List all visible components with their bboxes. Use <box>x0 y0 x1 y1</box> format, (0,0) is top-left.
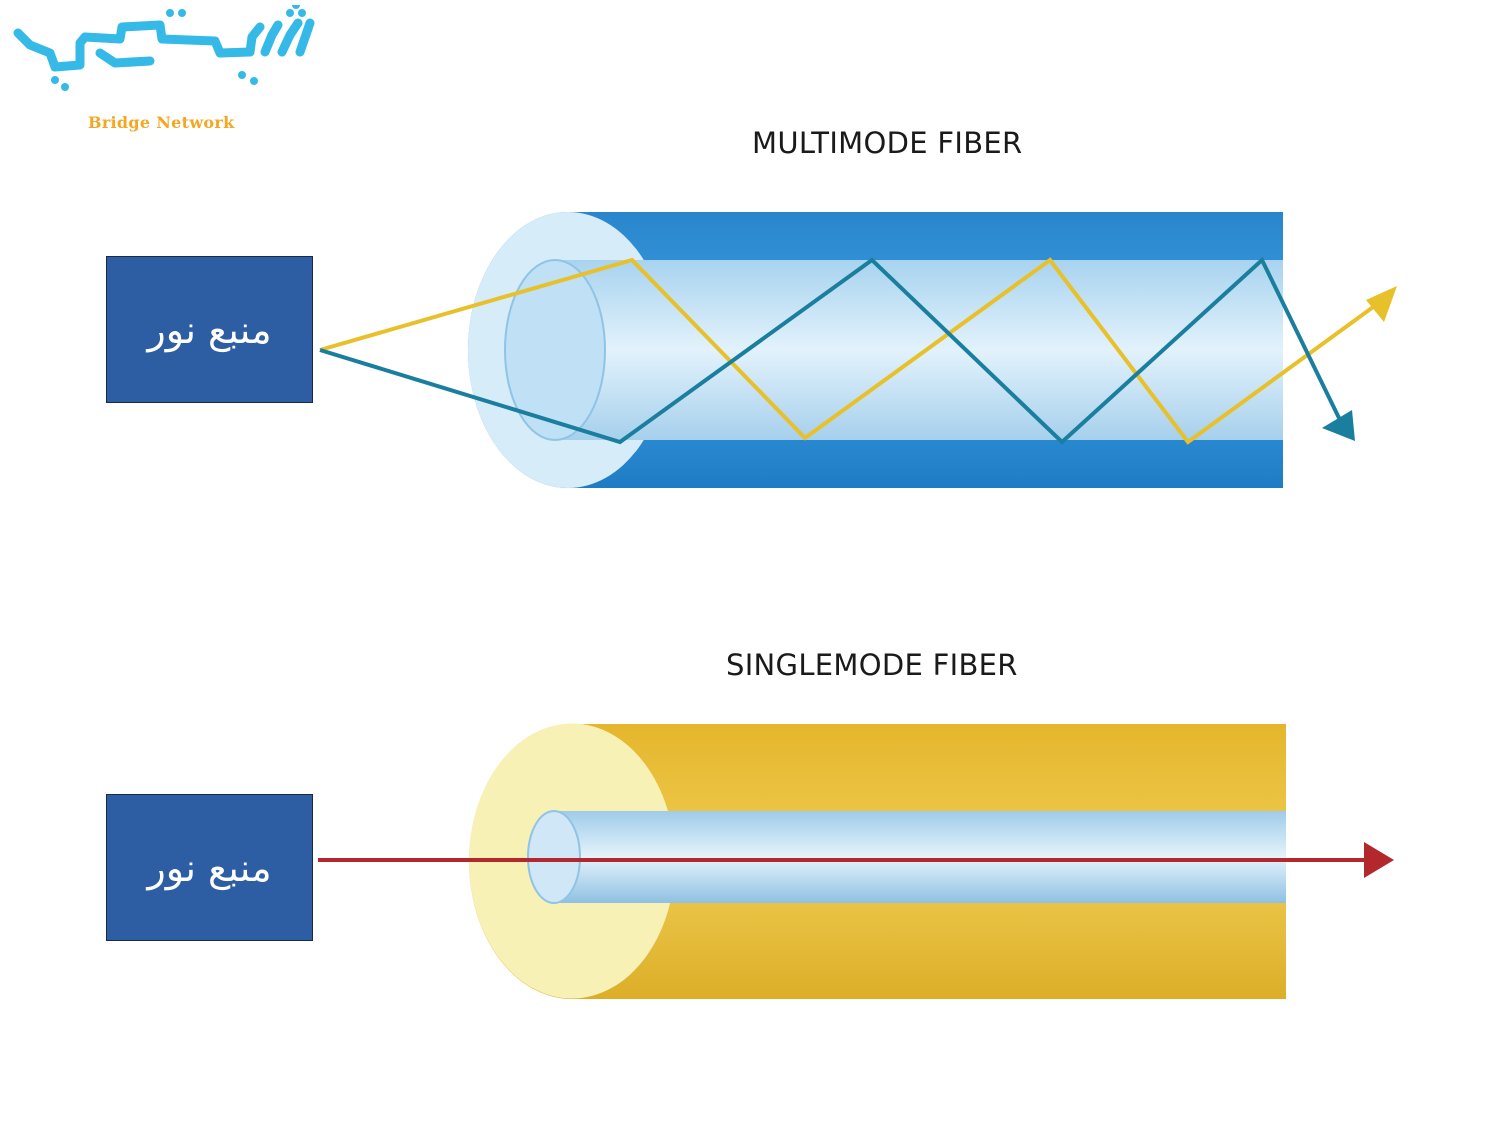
multimode-ray-blue-arrowhead <box>1322 410 1355 441</box>
singlemode-core <box>528 811 1286 903</box>
singlemode-ray-red-arrowhead <box>1364 842 1394 878</box>
singlemode-fiber-title: SINGLEMODE FIBER <box>726 648 1018 682</box>
singlemode-core-face <box>527 810 581 904</box>
multimode-ray-yellow <box>319 257 1382 445</box>
light-source-label: منبع نور <box>147 845 272 890</box>
logo-tagline: Bridge Network <box>88 113 235 132</box>
multimode-core-face <box>504 259 606 441</box>
bridge-network-logo: Bridge Network <box>10 1 320 132</box>
multimode-ray-yellow-arrowhead <box>1366 286 1397 322</box>
light-source-label: منبع نور <box>147 307 272 352</box>
multimode-fiber-cable <box>468 212 1283 488</box>
light-source-box-multimode: منبع نور <box>106 256 313 403</box>
multimode-ray-blue <box>319 256 1342 445</box>
multimode-light-rays <box>319 256 1397 445</box>
singlemode-light-ray <box>318 842 1394 878</box>
logo-mark-icon <box>13 1 315 91</box>
multimode-core <box>505 260 1283 440</box>
multimode-fiber-title: MULTIMODE FIBER <box>752 126 1023 160</box>
light-source-box-singlemode: منبع نور <box>106 794 313 941</box>
